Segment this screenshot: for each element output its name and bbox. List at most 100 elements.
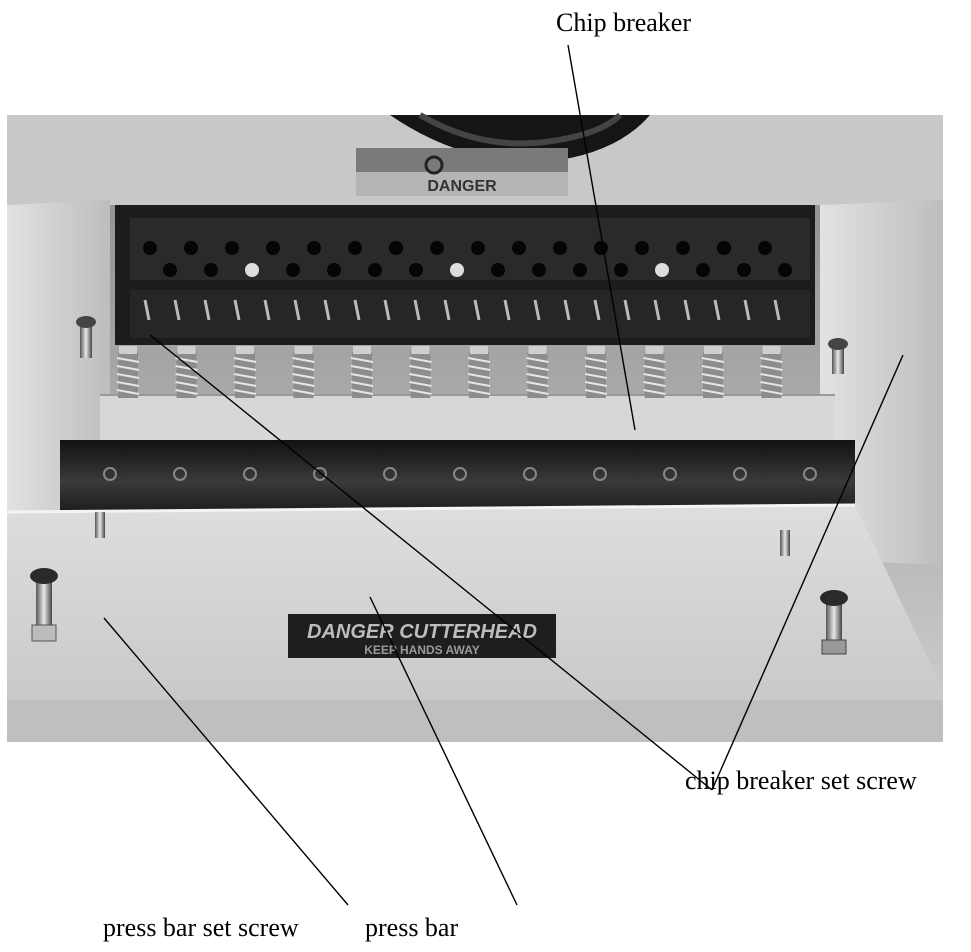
roller-hole [348, 241, 362, 255]
roller-hole [266, 241, 280, 255]
label-press-bar: press bar [365, 913, 459, 942]
roller-hole [245, 263, 259, 277]
gib-screw [663, 467, 677, 481]
warning-sign-line1: DANGER CUTTERHEAD [307, 621, 537, 643]
spring-coil [116, 381, 140, 387]
leader-chip-breaker-set-screw-right [711, 354, 904, 791]
leader-press-bar [369, 596, 518, 906]
roller-hole [450, 263, 464, 277]
label-chip-breaker-set-screw: chip breaker set screw [685, 766, 917, 795]
gib-screw [313, 467, 327, 481]
spring-cap [353, 346, 371, 354]
roller-hole [389, 241, 403, 255]
spring-coil [233, 381, 257, 387]
spring-coil [350, 381, 374, 387]
spring-coil [350, 389, 374, 395]
roller-hole [143, 241, 157, 255]
spring-set-screw [584, 346, 608, 398]
top-sign-text: DANGER [427, 178, 497, 195]
serration-tick [713, 299, 721, 321]
spring-coil [760, 381, 783, 387]
spring-set-screw [175, 346, 198, 398]
spring-coil [292, 357, 315, 363]
serration-tick [323, 299, 331, 321]
cutterhead-drum [60, 440, 855, 515]
spring-coil [233, 365, 257, 371]
press-bar-set-screw-left [30, 568, 58, 642]
spring-coil [409, 389, 432, 395]
roller-hole [368, 263, 382, 277]
roller-hole [225, 241, 239, 255]
spring-coil [584, 389, 608, 395]
roller-hole [327, 263, 341, 277]
roller-hole [512, 241, 526, 255]
spring-coil [467, 357, 491, 363]
cutterhead-gib-screws [103, 467, 817, 481]
serration-tick [413, 299, 421, 321]
gib-screw [733, 467, 747, 481]
spring-set-screw [350, 346, 374, 398]
spring-coil [643, 357, 666, 363]
gib-screw [523, 467, 537, 481]
leader-chip-breaker-set-screw-left [149, 334, 713, 791]
chip-breaker-bar [100, 395, 835, 440]
spring-coil [526, 357, 549, 363]
roller-hole [286, 263, 300, 277]
spring-coil [175, 373, 198, 379]
roller-hole [655, 263, 669, 277]
roller-hole [430, 241, 444, 255]
spring-coil [409, 357, 432, 363]
spring-set-screw [526, 346, 549, 398]
spring-cap [177, 346, 196, 354]
roller-hole [184, 241, 198, 255]
spring-coil [350, 357, 374, 363]
spring-coil [760, 365, 783, 371]
spring-coil [760, 373, 783, 379]
spring-set-screw [116, 346, 140, 398]
gib-screw [383, 467, 397, 481]
serration-tick [293, 299, 301, 321]
spring-set-screw [760, 346, 783, 398]
roller-hole [635, 241, 649, 255]
spring-coil [175, 381, 198, 387]
serration-tick [383, 299, 391, 321]
leader-press-bar-set-screw [103, 617, 349, 906]
serration-tick [683, 299, 691, 321]
spring-cap [704, 346, 722, 354]
gib-screw [243, 467, 257, 481]
spring-coil [584, 365, 608, 371]
spring-coil [409, 365, 432, 371]
roller-hole [471, 241, 485, 255]
spring-coil [526, 365, 549, 371]
roller-hole [717, 241, 731, 255]
chip-breaker-springs [116, 346, 783, 398]
serration-tick [353, 299, 361, 321]
spring-coil [292, 365, 315, 371]
spring-cap [762, 346, 781, 354]
roller-hole [553, 241, 567, 255]
spring-coil [701, 365, 725, 371]
gib-screw [593, 467, 607, 481]
roller-hole [163, 263, 177, 277]
spring-coil [233, 357, 257, 363]
spring-coil [760, 389, 783, 395]
leader-chip-breaker [567, 44, 636, 431]
serration-tick [443, 299, 451, 321]
spring-coil [643, 373, 666, 379]
serration-tick [743, 299, 751, 321]
spring-coil [409, 373, 432, 379]
chip-breaker-set-screw-right [828, 338, 848, 374]
roller-serrations [143, 299, 781, 321]
spring-coil [175, 389, 198, 395]
spring-cap [294, 346, 313, 354]
serration-tick [653, 299, 661, 321]
gib-screw [803, 467, 817, 481]
serration-tick [593, 299, 601, 321]
serration-tick [533, 299, 541, 321]
roller-hole [573, 263, 587, 277]
serrated-roller [130, 290, 810, 338]
serration-tick [773, 299, 781, 321]
small-screw-left [95, 512, 105, 538]
